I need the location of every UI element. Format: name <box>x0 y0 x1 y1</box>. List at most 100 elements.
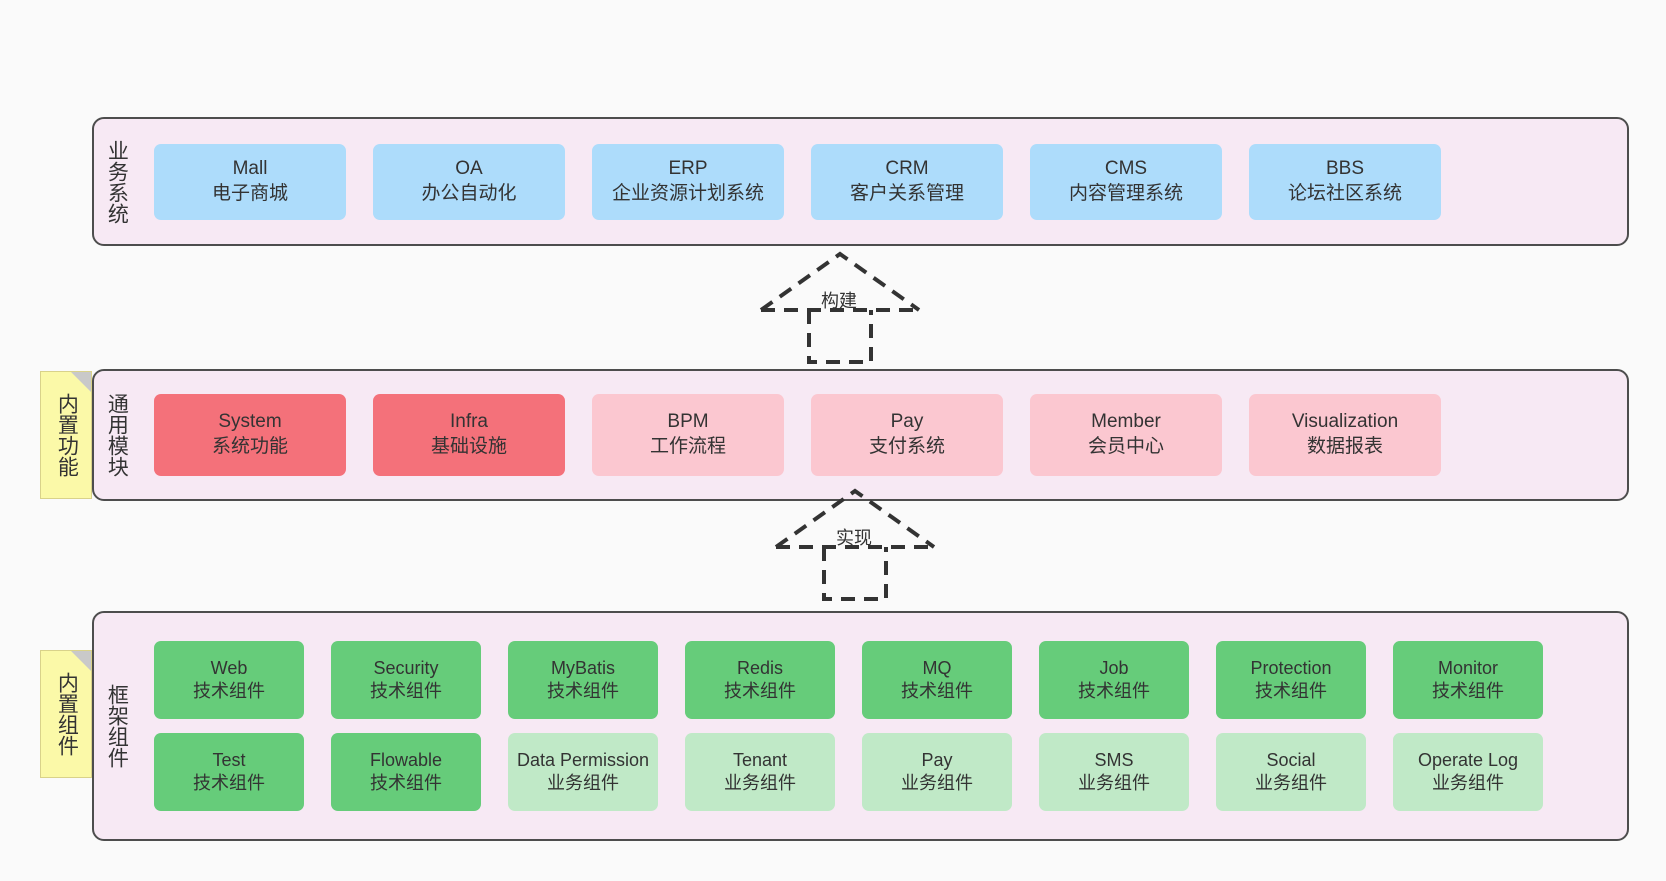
box-cms[interactable]: CMS 内容管理系统 <box>1030 143 1222 220</box>
layer-body-framework-components: Web 技术组件 Security 技术组件 MyBatis 技术组件 Redi… <box>138 613 1627 839</box>
box-subtitle: 技术组件 <box>1432 681 1504 701</box>
box-title: BPM <box>667 411 709 433</box>
box-title: Infra <box>449 411 489 433</box>
box-sms[interactable]: SMS 业务组件 <box>1039 733 1189 811</box>
box-subtitle: 业务组件 <box>547 773 619 793</box>
box-protection[interactable]: Protection 技术组件 <box>1216 641 1366 719</box>
box-subtitle: 技术组件 <box>370 681 442 701</box>
box-title: Operate Log <box>1417 749 1519 770</box>
box-data-permission[interactable]: Data Permission 业务组件 <box>508 733 658 811</box>
box-subtitle: 办公自动化 <box>421 182 517 204</box>
layer-label-common-modules: 通用模块 <box>105 393 129 477</box>
layer-body-common-modules: System 系统功能 Infra 基础设施 BPM 工作流程 Pay 支付系统… <box>138 371 1627 499</box>
box-flowable[interactable]: Flowable 技术组件 <box>331 733 481 811</box>
box-subtitle: 业务组件 <box>724 773 796 793</box>
box-subtitle: 系统功能 <box>211 436 288 457</box>
box-title: Web <box>210 657 248 678</box>
note-label: 内置功能 <box>55 393 79 477</box>
box-subtitle: 技术组件 <box>724 681 796 701</box>
row-business-components: Test 技术组件 Flowable 技术组件 Data Permission … <box>154 733 1611 811</box>
box-subtitle: 客户关系管理 <box>849 182 964 204</box>
box-subtitle: 企业资源计划系统 <box>611 182 764 204</box>
box-subtitle: 技术组件 <box>901 681 973 701</box>
box-title: CRM <box>885 157 929 179</box>
box-erp[interactable]: ERP 企业资源计划系统 <box>592 143 784 220</box>
box-pay-component[interactable]: Pay 业务组件 <box>862 733 1012 811</box>
box-subtitle: 技术组件 <box>193 773 265 793</box>
implement-arrowhead <box>774 488 936 549</box>
box-subtitle: 技术组件 <box>1078 681 1150 701</box>
box-social[interactable]: Social 业务组件 <box>1216 733 1366 811</box>
box-oa[interactable]: OA 办公自动化 <box>373 143 565 220</box>
layer-label-business-systems: 业务系统 <box>105 139 129 224</box>
box-title: Tenant <box>732 749 788 770</box>
box-subtitle: 业务组件 <box>901 773 973 793</box>
note-builtin-functions: 内置功能 <box>40 371 92 499</box>
box-operate-log[interactable]: Operate Log 业务组件 <box>1393 733 1543 811</box>
box-crm[interactable]: CRM 客户关系管理 <box>811 143 1003 220</box>
box-subtitle: 业务组件 <box>1255 773 1327 793</box>
row-technical-components: Web 技术组件 Security 技术组件 MyBatis 技术组件 Redi… <box>154 641 1611 719</box>
box-title: ERP <box>668 157 708 179</box>
box-title: Member <box>1091 411 1161 433</box>
box-job[interactable]: Job 技术组件 <box>1039 641 1189 719</box>
box-subtitle: 数据报表 <box>1306 436 1383 457</box>
box-subtitle: 工作流程 <box>649 436 726 457</box>
box-mybatis[interactable]: MyBatis 技术组件 <box>508 641 658 719</box>
box-subtitle: 基础设施 <box>430 436 507 457</box>
connector-build: 构建 <box>745 248 935 364</box>
build-arrowhead <box>759 251 921 312</box>
box-title: Monitor <box>1437 657 1499 678</box>
box-test[interactable]: Test 技术组件 <box>154 733 304 811</box>
box-subtitle: 技术组件 <box>1255 681 1327 701</box>
box-title: System <box>218 411 282 433</box>
box-member[interactable]: Member 会员中心 <box>1030 394 1222 476</box>
box-web[interactable]: Web 技术组件 <box>154 641 304 719</box>
box-title: OA <box>455 157 483 179</box>
box-title: Pay <box>921 749 953 770</box>
box-bbs[interactable]: BBS 论坛社区系统 <box>1249 143 1441 220</box>
box-pay-module[interactable]: Pay 支付系统 <box>811 394 1003 476</box>
box-subtitle: 业务组件 <box>1078 773 1150 793</box>
connector-implement-label: 实现 <box>836 528 872 548</box>
box-title: Pay <box>890 411 924 433</box>
row-business-systems: Mall 电子商城 OA 办公自动化 ERP 企业资源计划系统 CRM 客户关系… <box>154 143 1611 220</box>
box-title: Social <box>1266 749 1316 770</box>
box-title: MQ <box>922 657 952 678</box>
box-tenant[interactable]: Tenant 业务组件 <box>685 733 835 811</box>
connector-build-label: 构建 <box>821 291 857 311</box>
layer-common-modules: 通用模块 System 系统功能 Infra 基础设施 BPM 工作流程 Pay <box>92 369 1629 501</box>
note-label: 内置组件 <box>55 672 79 756</box>
build-arrow-stem <box>807 310 873 364</box>
box-subtitle: 业务组件 <box>1432 773 1504 793</box>
box-security[interactable]: Security 技术组件 <box>331 641 481 719</box>
row-common-modules: System 系统功能 Infra 基础设施 BPM 工作流程 Pay 支付系统… <box>154 394 1611 476</box>
box-visualization[interactable]: Visualization 数据报表 <box>1249 394 1441 476</box>
box-subtitle: 会员中心 <box>1087 436 1164 457</box>
box-title: Flowable <box>369 749 443 770</box>
box-subtitle: 技术组件 <box>370 773 442 793</box>
box-subtitle: 论坛社区系统 <box>1287 182 1402 204</box>
box-title: MyBatis <box>550 657 615 678</box>
box-subtitle: 技术组件 <box>547 681 619 701</box>
box-title: Redis <box>736 657 784 678</box>
box-title: Visualization <box>1291 411 1399 433</box>
box-title: Protection <box>1250 657 1332 678</box>
layer-business-systems: 业务系统 Mall 电子商城 OA 办公自动化 ERP 企业资源计划系统 CRM <box>92 117 1629 246</box>
box-redis[interactable]: Redis 技术组件 <box>685 641 835 719</box>
box-subtitle: 电子商城 <box>211 182 288 204</box>
layer-body-business-systems: Mall 电子商城 OA 办公自动化 ERP 企业资源计划系统 CRM 客户关系… <box>138 119 1627 244</box>
box-mq[interactable]: MQ 技术组件 <box>862 641 1012 719</box>
box-infra[interactable]: Infra 基础设施 <box>373 394 565 476</box>
box-title: Security <box>373 657 439 678</box>
box-title: BBS <box>1325 157 1365 179</box>
box-bpm[interactable]: BPM 工作流程 <box>592 394 784 476</box>
box-monitor[interactable]: Monitor 技术组件 <box>1393 641 1543 719</box>
layer-framework-components: 框架组件 Web 技术组件 Security 技术组件 MyBatis 技术组件… <box>92 611 1629 841</box>
box-subtitle: 内容管理系统 <box>1068 182 1183 204</box>
box-title: Mall <box>232 157 268 179</box>
box-mall[interactable]: Mall 电子商城 <box>154 143 346 220</box>
box-subtitle: 支付系统 <box>868 436 945 457</box>
box-system[interactable]: System 系统功能 <box>154 394 346 476</box>
